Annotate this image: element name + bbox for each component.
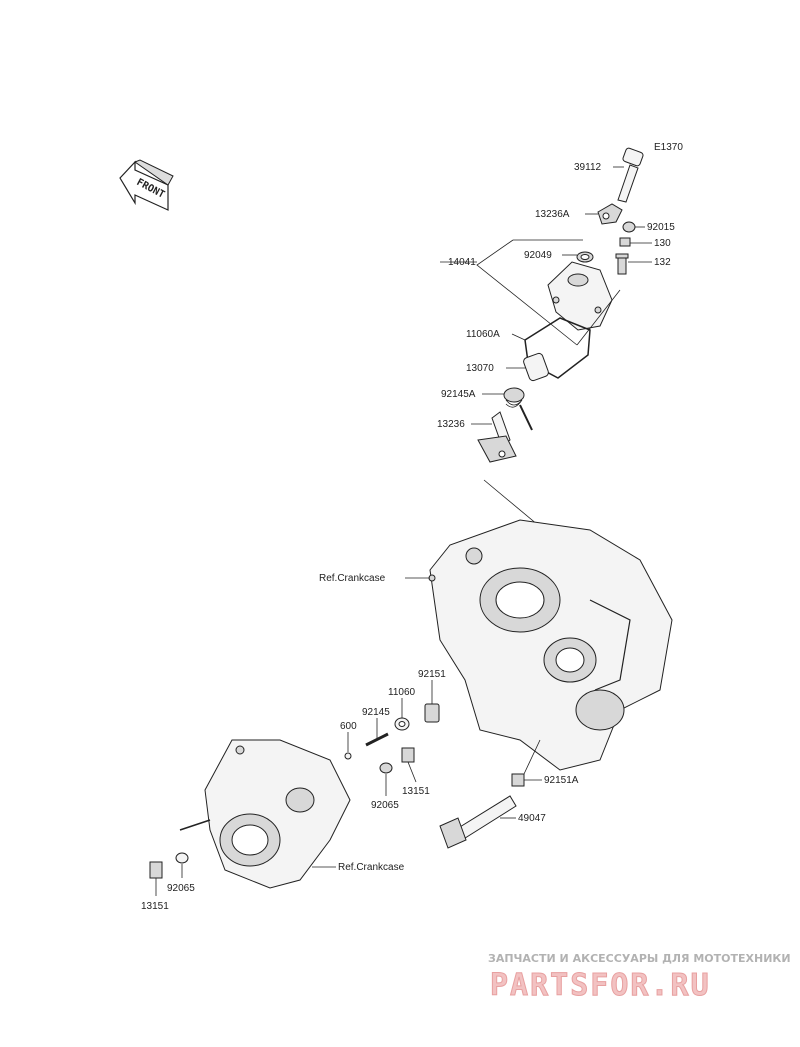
ball-600: [344, 752, 352, 760]
plug-92151: [424, 703, 440, 723]
callout-39112: 39112: [574, 162, 602, 173]
cover-14041: [547, 261, 613, 331]
oil-seal-92049: [576, 251, 594, 263]
callout-ref-crankcase-1: Ref.Crankcase: [319, 573, 386, 584]
bolt-130: [619, 237, 631, 247]
plug-92151A: [511, 773, 525, 787]
washer-92065-lower: [175, 852, 189, 864]
callout-13151-b: 13151: [141, 901, 169, 912]
callout-130: 130: [654, 238, 671, 249]
bolt-132: [615, 253, 629, 275]
callout-92145A: 92145A: [441, 389, 476, 400]
washer-92065-upper: [379, 762, 393, 774]
shaft-13236: [477, 411, 517, 463]
washer-11060: [394, 717, 410, 731]
callout-11060A: 11060A: [466, 329, 500, 340]
callout-92015: 92015: [647, 222, 675, 233]
callout-14041: 14041: [448, 257, 476, 268]
callout-92151: 92151: [418, 669, 446, 680]
shift-drum-49047: [439, 795, 517, 849]
callout-ref-crankcase-2: Ref.Crankcase: [338, 862, 405, 873]
watermark-tagline: ЗАПЧАСТИ И АКСЕССУАРЫ ДЛЯ МОТОТЕХНИКИ: [488, 952, 791, 965]
callout-92065-a: 92065: [371, 800, 399, 811]
callout-600: 600: [340, 721, 357, 732]
callout-13236: 13236: [437, 419, 465, 430]
callout-13236A: 13236A: [535, 209, 570, 220]
callout-92065-b: 92065: [167, 883, 195, 894]
crankcase-left: [179, 739, 351, 889]
switch-13151: [401, 747, 415, 763]
shift-arm-13236A: [597, 203, 623, 225]
switch-13151-lower: [149, 861, 163, 879]
callout-13070: 13070: [466, 363, 494, 374]
callout-92049: 92049: [524, 250, 552, 261]
crankcase-main: [428, 519, 673, 771]
bracket-14041: [476, 239, 621, 346]
watermark-logo: PARTSFOR.RU: [490, 968, 711, 1003]
collar-13070: [523, 352, 549, 382]
leader-lines: [155, 166, 652, 896]
callout-13151-a: 13151: [402, 786, 430, 797]
diagram-code: E1370: [654, 142, 683, 153]
nut-92015: [622, 221, 636, 233]
shift-lever-39112: [617, 147, 644, 203]
callout-132: 132: [654, 257, 671, 268]
front-arrow-icon: FRONT: [119, 159, 174, 211]
callout-11060: 11060: [388, 687, 416, 698]
callout-92145: 92145: [362, 707, 390, 718]
callout-49047: 49047: [518, 813, 546, 824]
spring-92145A: [503, 387, 533, 431]
callout-92151A: 92151A: [544, 775, 579, 786]
